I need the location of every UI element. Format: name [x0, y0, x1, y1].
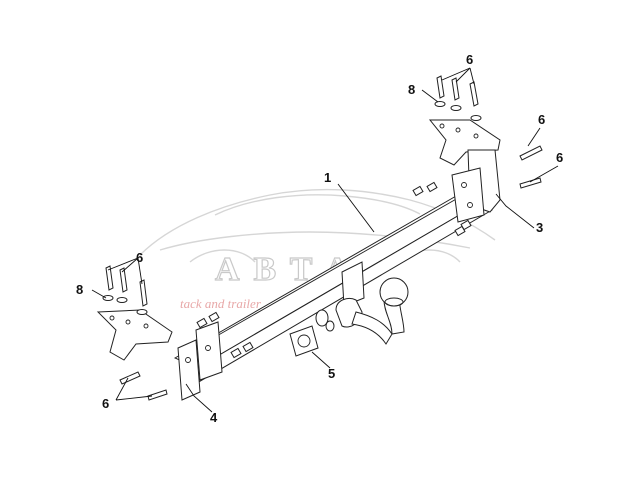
socket-plate — [289, 309, 335, 357]
loose-hardware — [102, 75, 543, 401]
callout-labels: 1 3 4 5 6 6 6 6 6 8 8 — [76, 52, 563, 425]
left-bracket — [96, 309, 223, 401]
callout-bolt-top-left: 6 — [136, 250, 143, 265]
callout-bolt-right-lower: 6 — [556, 150, 563, 165]
callout-left-bracket: 4 — [210, 410, 218, 425]
callout-bolt-bottom-left: 6 — [102, 396, 109, 411]
leader-lines — [91, 67, 559, 413]
callout-bolt-right-upper: 6 — [538, 112, 545, 127]
beam-fasteners — [196, 181, 472, 359]
callout-beam: 1 — [324, 170, 331, 185]
callout-washer-left: 8 — [76, 282, 83, 297]
right-bracket — [428, 119, 501, 223]
watermark-tagline: tack and trailer — [180, 296, 262, 311]
callout-right-bracket: 3 — [536, 220, 543, 235]
tow-ball-mount — [335, 261, 409, 345]
callout-socket-plate: 5 — [328, 366, 335, 381]
callout-washer-right: 8 — [408, 82, 415, 97]
callout-bolt-top-right: 6 — [466, 52, 473, 67]
